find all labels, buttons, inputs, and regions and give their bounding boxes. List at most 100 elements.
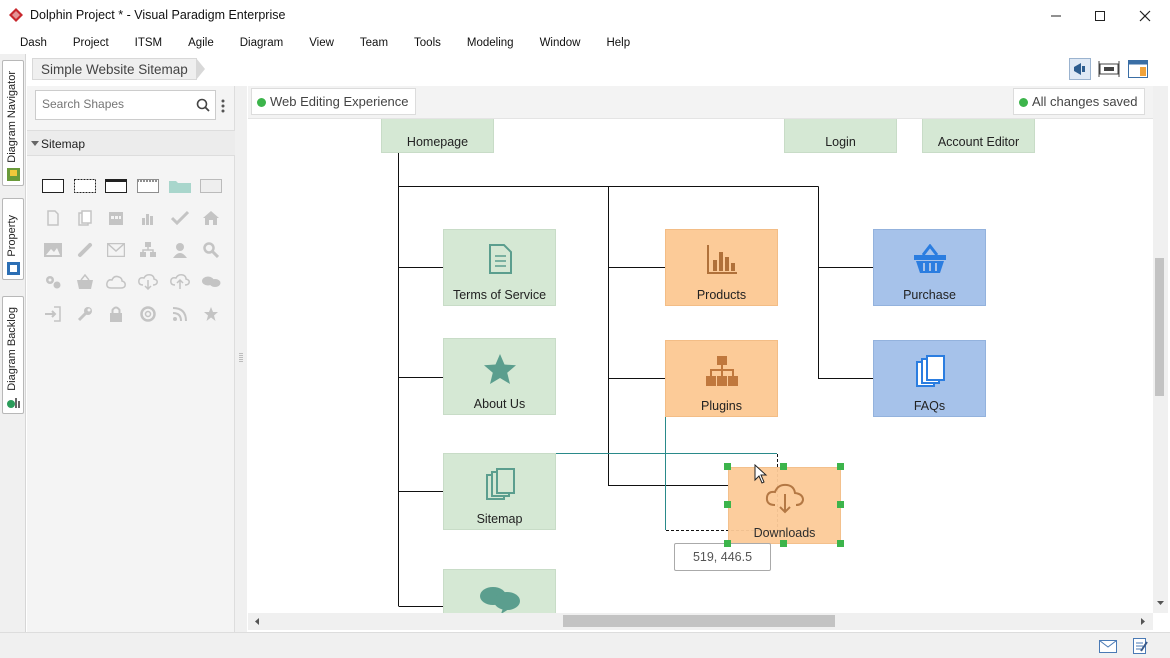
scroll-left-arrow-icon[interactable] (252, 613, 262, 630)
shape-cloud-upload[interactable] (164, 270, 196, 294)
shape-wrench[interactable] (69, 302, 101, 326)
shape-image[interactable] (37, 238, 69, 262)
shape-home[interactable] (195, 206, 227, 230)
resize-handle-n[interactable] (780, 463, 787, 470)
mail-icon (107, 243, 126, 257)
menu-view[interactable]: View (309, 37, 334, 49)
diagram-canvas[interactable]: Homepage Login Account Editor Terms of S… (248, 86, 1153, 613)
resize-handle-sw[interactable] (724, 540, 731, 547)
shape-settings[interactable] (37, 270, 69, 294)
panel-splitter[interactable] (235, 86, 247, 632)
menu-tools[interactable]: Tools (414, 37, 441, 49)
status-bar (0, 632, 1170, 658)
status-dot-icon (257, 98, 266, 107)
shape-mail[interactable] (100, 238, 132, 262)
shape-cloud-download[interactable] (132, 270, 164, 294)
shape-dashed-rectangle[interactable] (69, 174, 101, 198)
resize-handle-w[interactable] (724, 501, 731, 508)
shape-sign-in[interactable] (37, 302, 69, 326)
announcement-button[interactable] (1069, 58, 1091, 80)
node-downloads[interactable]: Downloads (728, 467, 841, 544)
node-products[interactable]: Products (665, 229, 778, 306)
minimize-button[interactable] (1033, 4, 1079, 28)
cloud-download-icon (137, 274, 158, 290)
node-sitemap-label: Sitemap (476, 512, 523, 526)
node-faqs-label: FAQs (913, 399, 946, 413)
shape-rectangle[interactable] (37, 174, 69, 198)
menu-diagram[interactable]: Diagram (239, 37, 284, 49)
breadcrumb[interactable]: Simple Website Sitemap (32, 58, 205, 80)
collapse-triangle-icon (31, 141, 39, 146)
shape-basket[interactable] (69, 270, 101, 294)
shape-folder[interactable] (164, 174, 196, 198)
bar-chart-icon (141, 214, 153, 225)
resize-handle-s[interactable] (780, 540, 787, 547)
shape-user[interactable] (164, 238, 196, 262)
node-terms-of-service[interactable]: Terms of Service (443, 229, 556, 306)
left-tab-strip: Diagram Navigator Property Diagram Backl… (0, 54, 26, 632)
chat-bubbles-icon (202, 276, 221, 287)
menu-itsm[interactable]: ITSM (134, 37, 163, 49)
mail-icon[interactable] (1099, 640, 1117, 653)
shape-support[interactable] (132, 302, 164, 326)
shape-page[interactable] (100, 174, 132, 198)
shape-rss[interactable] (164, 302, 196, 326)
menu-modeling[interactable]: Modeling (466, 37, 514, 49)
search-icon[interactable] (196, 98, 210, 112)
node-sitemap[interactable]: Sitemap (443, 453, 556, 530)
resize-handle-ne[interactable] (837, 463, 844, 470)
close-icon (1139, 10, 1151, 22)
shape-cloud[interactable] (100, 270, 132, 294)
diagram-name-pill[interactable]: Web Editing Experience (251, 88, 416, 115)
shape-panel[interactable] (195, 174, 227, 198)
tab-property[interactable]: Property (2, 198, 24, 280)
notes-icon[interactable] (1132, 637, 1148, 655)
menu-project[interactable]: Project (72, 37, 109, 49)
tab-diagram-backlog[interactable]: Diagram Backlog (2, 296, 24, 414)
node-homepage-label: Homepage (406, 135, 469, 149)
menu-dash[interactable]: Dash (20, 37, 47, 49)
resize-handle-e[interactable] (837, 501, 844, 508)
more-options-icon[interactable] (221, 98, 225, 114)
node-faqs[interactable]: FAQs (873, 340, 986, 417)
resize-handle-se[interactable] (837, 540, 844, 547)
menu-window[interactable]: Window (539, 37, 581, 49)
shape-dotted-page[interactable] (132, 174, 164, 198)
tab-diagram-navigator[interactable]: Diagram Navigator (2, 60, 24, 186)
node-plugins[interactable]: Plugins (665, 340, 778, 417)
basket-icon (913, 244, 946, 273)
maximize-button[interactable] (1077, 4, 1123, 28)
shape-calendar[interactable] (100, 206, 132, 230)
documents-icon (485, 468, 515, 500)
node-about-us[interactable]: About Us (443, 338, 556, 415)
horizontal-scroll-thumb[interactable] (563, 615, 835, 627)
shape-checkmark[interactable] (164, 206, 196, 230)
title-bar: Dolphin Project * - Visual Paradigm Ente… (0, 0, 1170, 32)
vertical-scroll-thumb[interactable] (1155, 258, 1164, 396)
resize-handle-nw[interactable] (724, 463, 731, 470)
menu-help[interactable]: Help (606, 37, 631, 49)
node-feedback[interactable] (443, 569, 556, 613)
search-shapes-input[interactable] (42, 97, 192, 111)
close-button[interactable] (1122, 4, 1168, 28)
shape-star[interactable] (195, 302, 227, 326)
menu-agile[interactable]: Agile (188, 37, 214, 49)
shape-chart[interactable] (132, 206, 164, 230)
shape-documents[interactable] (69, 206, 101, 230)
shape-chat[interactable] (195, 270, 227, 294)
sitemap-section-header[interactable]: Sitemap (27, 130, 235, 156)
shape-search[interactable] (195, 238, 227, 262)
shape-document[interactable] (37, 206, 69, 230)
shape-hierarchy[interactable] (132, 238, 164, 262)
search-shapes-box[interactable] (35, 90, 216, 120)
node-purchase[interactable]: Purchase (873, 229, 986, 306)
calendar-icon (109, 212, 124, 225)
wrench-icon (77, 307, 92, 322)
shape-lock[interactable] (100, 302, 132, 326)
fit-diagram-button[interactable] (1098, 58, 1120, 80)
shape-link[interactable] (69, 238, 101, 262)
menu-team[interactable]: Team (359, 37, 389, 49)
scroll-right-arrow-icon[interactable] (1138, 613, 1148, 630)
panel-layout-button[interactable] (1127, 58, 1149, 80)
scroll-down-arrow-icon[interactable] (1153, 598, 1168, 608)
